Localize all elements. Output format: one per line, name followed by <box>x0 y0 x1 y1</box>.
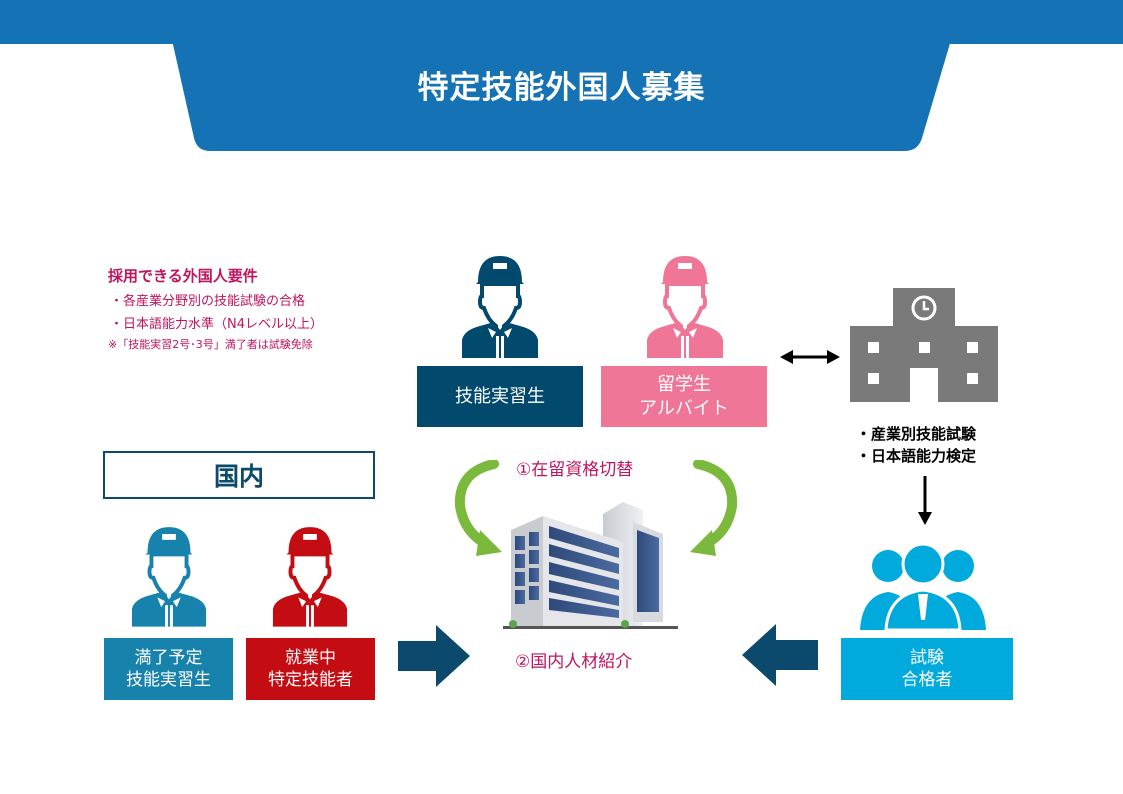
trainee-label: 技能実習生 <box>417 366 583 427</box>
worker-icon <box>645 247 725 359</box>
label-line: 技能実習生 <box>455 385 545 407</box>
page-title: 特定技能外国人募集 <box>417 70 706 106</box>
group-people-icon <box>860 542 986 630</box>
header-bar <box>0 0 1123 44</box>
requirements-note: ※「技能実習2号･3号」満了者は試験免除 <box>108 338 313 351</box>
exam-item: ・産業別技能試験 <box>856 425 977 443</box>
label-line: 試験 <box>910 647 944 668</box>
requirement-item: ・日本語能力水準（N4レベル以上） <box>110 317 323 332</box>
worker-icon <box>130 517 208 629</box>
double-arrow-icon <box>780 350 840 364</box>
step-domestic-referral: ②国内人材紹介 <box>515 652 633 672</box>
title-tab <box>172 40 951 151</box>
label-line: 満了予定 <box>134 647 203 668</box>
step-status-change: ①在留資格切替 <box>516 460 634 480</box>
requirements-heading: 採用できる外国人要件 <box>108 267 258 285</box>
label-line: アルバイト <box>639 397 729 419</box>
office-building-icon <box>503 502 678 629</box>
label-line: 特定技能者 <box>268 670 353 690</box>
working-specified-skill-label: 就業中 特定技能者 <box>246 638 375 700</box>
exam-passer-label: 試験 合格者 <box>841 638 1013 700</box>
requirement-item: ・各産業分野別の技能試験の合格 <box>110 294 306 309</box>
label-line: 就業中 <box>285 647 336 668</box>
label-line: 合格者 <box>901 670 953 690</box>
right-arrow-icon <box>398 625 470 687</box>
exam-list: ・産業別技能試験 ・日本語能力検定 <box>856 424 976 468</box>
left-arrow-icon <box>742 624 818 686</box>
label-line: 留学生 <box>657 374 711 396</box>
label-line: 技能実習生 <box>126 670 211 690</box>
exam-item: ・日本語能力検定 <box>856 446 977 465</box>
worker-icon <box>271 517 349 629</box>
school-building-icon <box>850 288 998 402</box>
completing-trainee-label: 満了予定 技能実習生 <box>104 638 233 700</box>
down-arrow-icon <box>918 476 932 525</box>
worker-icon <box>460 247 540 359</box>
curved-arrow-right-icon <box>690 460 738 556</box>
requirements-block: 採用できる外国人要件 ・各産業分野別の技能試験の合格 ・日本語能力水準（N4レベ… <box>108 265 323 352</box>
domestic-heading: 国内 <box>103 451 375 499</box>
student-parttime-label: 留学生 アルバイト <box>601 366 767 427</box>
curved-arrow-left-icon <box>454 460 502 556</box>
